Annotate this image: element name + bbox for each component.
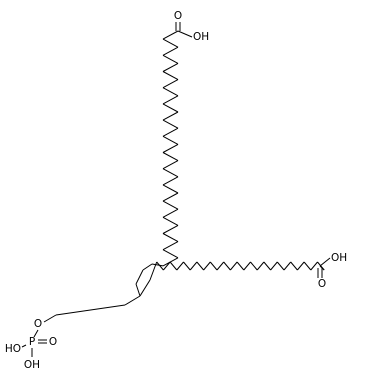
upper-chain-bond <box>135 283 141 297</box>
upper-chain-bond <box>162 208 179 218</box>
upper-chain-bond <box>162 111 179 121</box>
lower-chain-bond <box>209 261 218 271</box>
lower-chain-bond <box>139 279 151 297</box>
upper-chain-bond <box>162 184 179 194</box>
upper-chain-bond <box>162 216 179 226</box>
lower-chain-bond <box>176 261 184 271</box>
upper-chain-bond <box>162 79 179 89</box>
lower-chain-bond <box>290 261 298 271</box>
phosphorus-atom: P <box>29 336 35 348</box>
lower-chain-bond <box>183 261 191 271</box>
upper-chain-bond <box>162 160 179 170</box>
lower-chain-bond <box>149 261 158 281</box>
upper-chain-bond <box>162 87 179 97</box>
top-acid-c-oh-bond <box>177 30 193 38</box>
right-acid-hydroxyl: OH <box>331 252 347 264</box>
phosphate-hydroxyl-bottom: OH <box>24 359 40 371</box>
upper-chain-bond <box>162 127 179 137</box>
lower-chain-bond <box>169 261 178 271</box>
lower-chain-bond <box>283 261 292 271</box>
lower-chain-bond <box>263 261 271 271</box>
phosphorus-hydroxyl-left-bond <box>21 344 27 348</box>
lower-chain-bond <box>223 261 231 271</box>
upper-chain-bond <box>151 263 164 267</box>
upper-chain-bond <box>162 176 179 186</box>
lower-chain-bond <box>276 261 285 271</box>
bond-network <box>21 22 331 357</box>
phosphate-hydroxyl-left: HO <box>5 343 21 355</box>
lower-chain-bond <box>189 261 198 271</box>
upper-chain-bond <box>162 143 179 153</box>
upper-chain-bond <box>162 233 179 243</box>
upper-chain-bond <box>135 269 144 285</box>
lower-chain-bond <box>297 261 305 271</box>
upper-chain-bond <box>162 200 179 210</box>
lower-chain-bond <box>236 261 245 271</box>
lower-chain-bond <box>216 261 225 271</box>
upper-chain-bond <box>162 38 179 48</box>
top-acid-hydroxyl: OH <box>193 31 209 43</box>
upper-chain-bond <box>162 54 179 64</box>
lower-chain-bond <box>250 261 258 271</box>
ch2-to-ester-oxygen-bond <box>43 314 57 323</box>
upper-chain-bond <box>162 135 179 145</box>
branch-to-ch2-bond <box>124 295 141 306</box>
lower-chain-bond <box>156 261 164 271</box>
ch2-chain-bond <box>55 304 126 316</box>
upper-chain-bond <box>162 46 179 56</box>
lower-chain-bond <box>256 261 265 271</box>
lower-chain-bond <box>163 261 171 271</box>
upper-chain-bond <box>142 263 153 271</box>
upper-chain-bond <box>162 71 179 81</box>
upper-chain-bond <box>162 241 179 251</box>
ester-oxygen: O <box>34 318 42 330</box>
upper-chain-bond <box>162 103 179 113</box>
right-acid-carbonyl-oxygen: O <box>318 278 326 290</box>
ester-oxygen-to-phosphorus-bond <box>33 329 39 338</box>
lower-chain-bond <box>196 261 204 271</box>
upper-chain-bond <box>162 192 179 202</box>
upper-chain-bond <box>162 30 179 40</box>
right-acid-c-oh-bond <box>319 257 331 267</box>
top-acid-carbonyl-oxygen: O <box>174 10 182 22</box>
lower-chain-bond <box>203 261 211 271</box>
upper-chain-bond <box>162 119 179 129</box>
upper-chain-bond <box>162 249 179 259</box>
upper-chain-bond <box>162 62 179 72</box>
upper-chain-bond <box>162 224 179 234</box>
lower-chain-bond <box>270 261 278 271</box>
lower-chain-bond <box>243 261 251 271</box>
lower-chain-bond <box>310 261 318 271</box>
lower-chain-bond <box>303 261 312 271</box>
upper-chain-bond <box>162 168 179 178</box>
lower-chain-bond <box>230 261 238 271</box>
upper-chain-bond <box>162 95 179 105</box>
upper-chain-bond <box>162 152 179 162</box>
phosphate-double-oxygen: O <box>49 336 57 348</box>
